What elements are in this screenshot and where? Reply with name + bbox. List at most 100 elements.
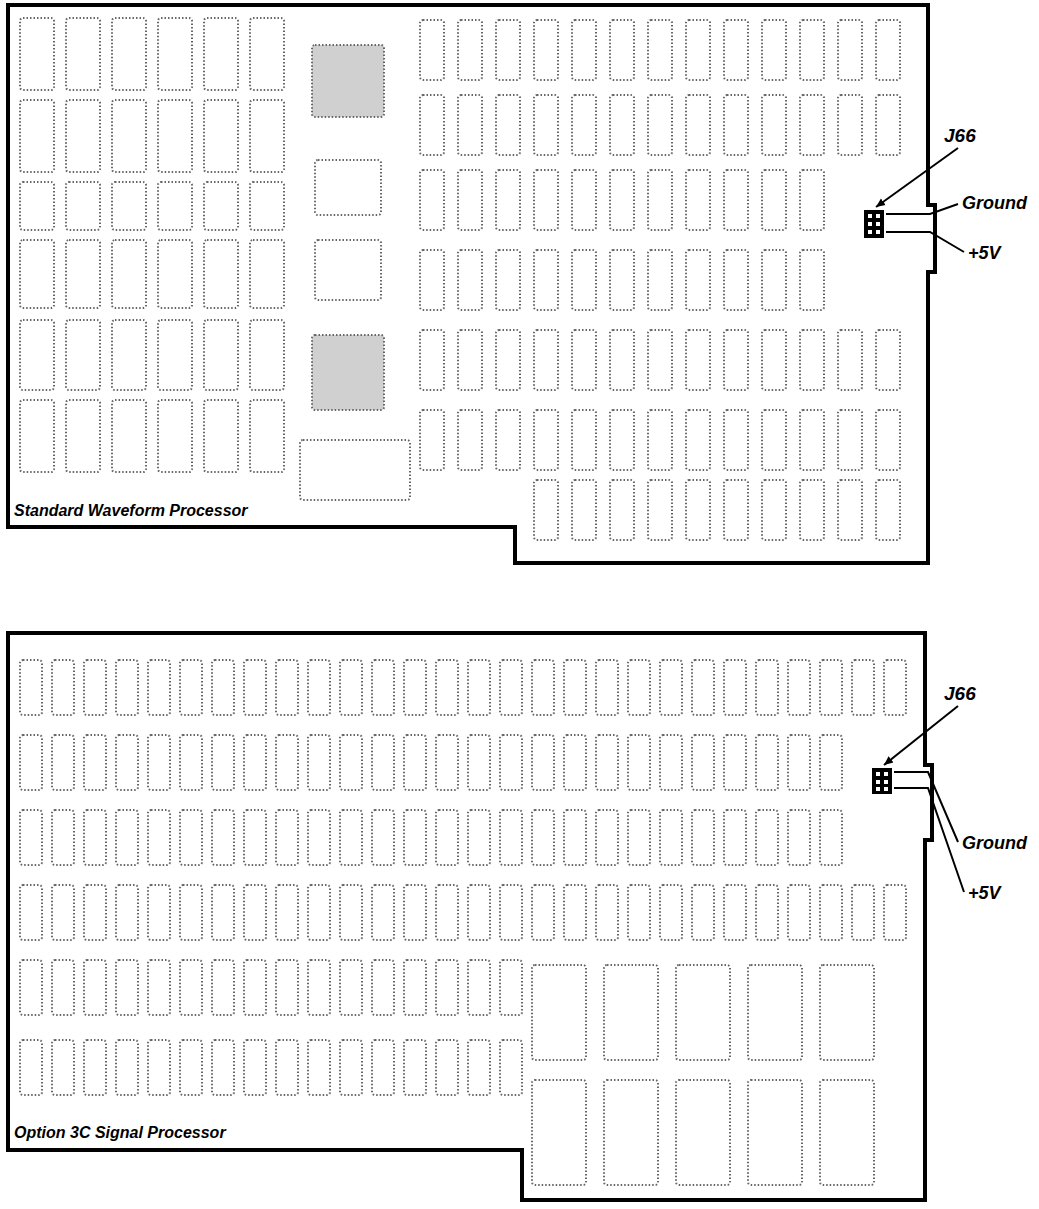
chip-outline xyxy=(564,885,586,940)
chip-outline xyxy=(20,660,42,715)
chip-outline xyxy=(372,660,394,715)
chip-outline xyxy=(724,810,746,865)
chip-outline xyxy=(572,480,596,540)
chip-outline xyxy=(572,95,596,155)
chip-outline xyxy=(112,182,146,230)
chip-outline xyxy=(532,735,554,790)
chip-outline xyxy=(748,1080,802,1185)
callout-label: J66 xyxy=(944,126,976,147)
chip-outline xyxy=(532,1080,586,1185)
chip-outline xyxy=(676,965,730,1060)
chip-outline xyxy=(372,735,394,790)
chip-outline xyxy=(788,810,810,865)
chip-outline xyxy=(762,330,786,390)
chip-outline xyxy=(838,20,862,80)
chip-outline xyxy=(315,160,381,215)
chip-outline xyxy=(724,480,748,540)
chip-outline xyxy=(496,410,520,470)
chip-outline xyxy=(20,810,42,865)
chip-outline xyxy=(692,660,714,715)
chip-outline xyxy=(686,480,710,540)
chip-outline xyxy=(610,480,634,540)
chip-outline xyxy=(250,182,284,230)
chip-outline xyxy=(692,885,714,940)
chip-outline xyxy=(648,410,672,470)
chip-outline xyxy=(436,885,458,940)
chip-outline xyxy=(66,400,100,472)
chip-outline xyxy=(564,660,586,715)
chip-outline xyxy=(158,100,192,172)
chip-outline xyxy=(158,400,192,472)
chip-outline xyxy=(876,330,900,390)
pin-label: +5V xyxy=(968,244,1001,264)
chip-outline xyxy=(148,810,170,865)
chip-outline xyxy=(20,182,54,230)
chip-outline xyxy=(596,660,618,715)
chip-outline xyxy=(532,965,586,1060)
board-caption: Option 3C Signal Processor xyxy=(14,1124,226,1142)
chip-outline xyxy=(838,95,862,155)
chip-outline xyxy=(788,885,810,940)
chip-outline xyxy=(276,810,298,865)
chip-outline xyxy=(628,885,650,940)
chip-outline xyxy=(500,960,522,1015)
chip-outline xyxy=(250,240,284,308)
chip-outline xyxy=(610,20,634,80)
chip-outline xyxy=(692,810,714,865)
chip-outline xyxy=(420,250,444,310)
pin-label: +5V xyxy=(968,884,1001,904)
chip-outline xyxy=(244,735,266,790)
chip-outline xyxy=(724,660,746,715)
chip-outline xyxy=(404,960,426,1015)
chip-outline xyxy=(686,20,710,80)
chip-outline xyxy=(458,95,482,155)
chip-outline xyxy=(724,330,748,390)
chip-outline xyxy=(468,660,490,715)
chip-outline xyxy=(420,330,444,390)
chip-outline xyxy=(788,660,810,715)
chip-outline xyxy=(308,1040,330,1095)
chip-outline xyxy=(436,810,458,865)
board-components xyxy=(20,18,900,540)
chip-outline xyxy=(532,810,554,865)
chip-outline xyxy=(692,735,714,790)
chip-outline xyxy=(250,400,284,472)
chip-outline xyxy=(276,885,298,940)
chip-outline xyxy=(276,735,298,790)
chip-outline xyxy=(112,100,146,172)
chip-outline xyxy=(820,885,842,940)
chip-outline xyxy=(52,735,74,790)
chip-outline xyxy=(762,170,786,230)
chip-outline xyxy=(204,18,238,90)
chip-outline xyxy=(52,960,74,1015)
chip-outline xyxy=(180,885,202,940)
chip-outline xyxy=(244,885,266,940)
chip-outline xyxy=(250,320,284,390)
chip-outline xyxy=(420,170,444,230)
chip-outline xyxy=(596,810,618,865)
chip-outline xyxy=(250,100,284,172)
chip-outline xyxy=(20,100,54,172)
chip-outline xyxy=(112,18,146,90)
chip-outline xyxy=(468,810,490,865)
chip-outline xyxy=(660,660,682,715)
chip-outline xyxy=(596,885,618,940)
chip-outline xyxy=(686,250,710,310)
chip-outline xyxy=(876,20,900,80)
chip-outline xyxy=(66,100,100,172)
pin-label: Ground xyxy=(962,834,1027,854)
chip-outline xyxy=(158,18,192,90)
chip-outline xyxy=(838,410,862,470)
chip-outline xyxy=(500,885,522,940)
chip-outline xyxy=(340,885,362,940)
chip-outline xyxy=(838,480,862,540)
chip-outline xyxy=(212,885,234,940)
chip-outline xyxy=(610,410,634,470)
board-outline xyxy=(8,633,932,1200)
chip-outline xyxy=(116,885,138,940)
chip-outline xyxy=(276,1040,298,1095)
chip-outline xyxy=(534,330,558,390)
chip-outline xyxy=(340,1040,362,1095)
chip-outline xyxy=(84,1040,106,1095)
